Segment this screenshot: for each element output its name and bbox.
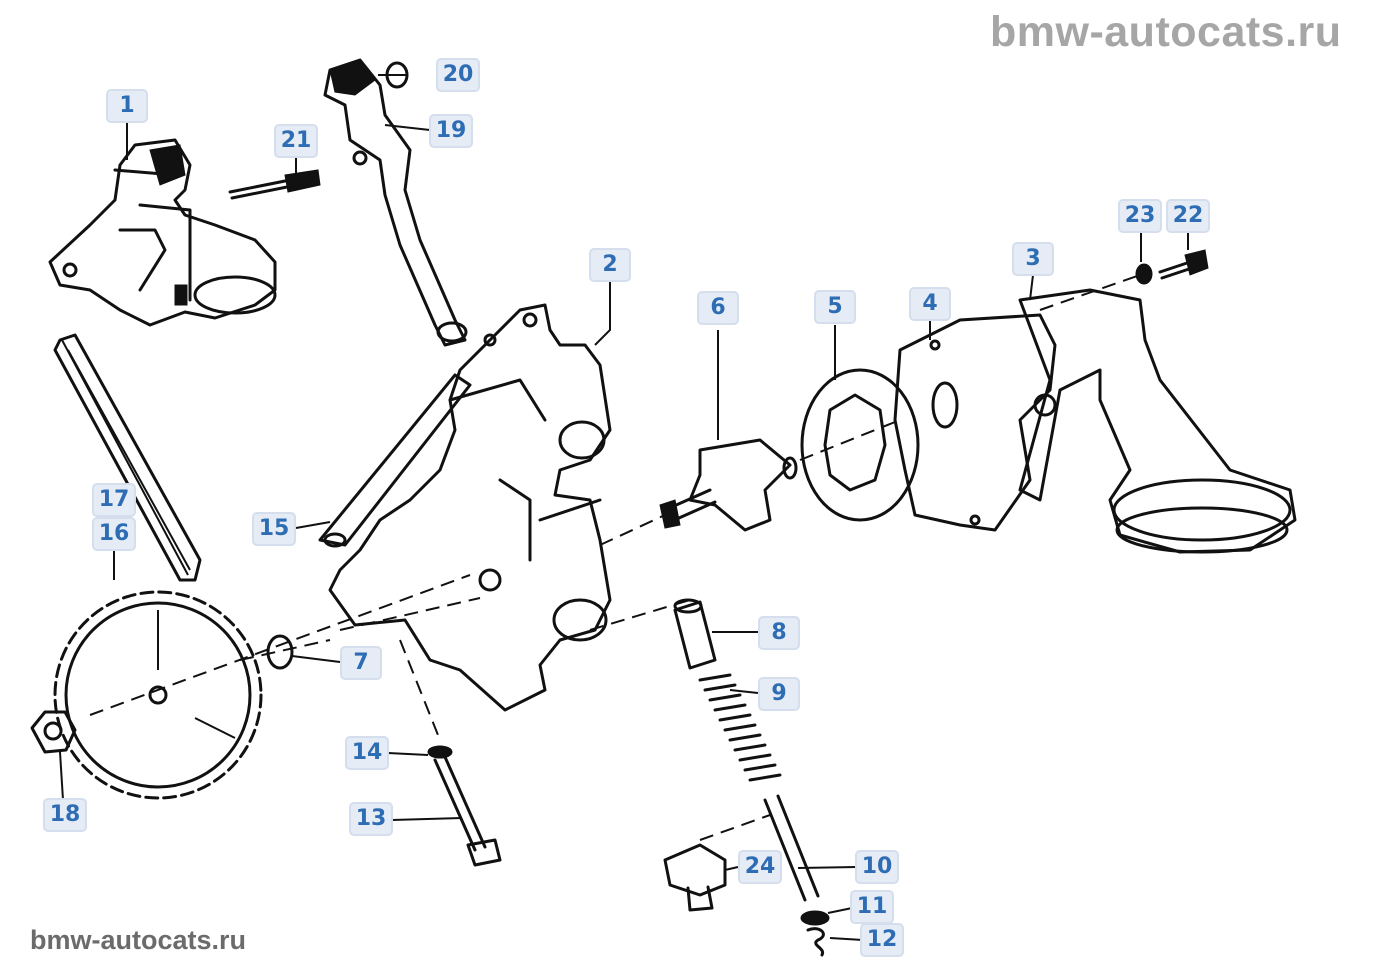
leader-lines xyxy=(59,74,1189,941)
part-3-oil-strainer xyxy=(1018,288,1297,554)
callout-24[interactable]: 24 xyxy=(738,850,782,884)
callout-13[interactable]: 13 xyxy=(349,802,393,836)
callout-3[interactable]: 3 xyxy=(1012,242,1054,276)
part-24-plug xyxy=(663,843,727,912)
callout-16[interactable]: 16 xyxy=(92,517,136,551)
part-11-clip xyxy=(800,910,830,926)
part-7-seal-ring xyxy=(266,634,294,670)
callout-19[interactable]: 19 xyxy=(429,114,473,148)
callout-17[interactable]: 17 xyxy=(92,483,136,517)
callout-15[interactable]: 15 xyxy=(252,512,296,546)
part-4-cover-plate xyxy=(893,313,1057,532)
part-23-washer xyxy=(1135,263,1153,285)
watermark-top: bmw-autocats.ru xyxy=(990,8,1342,56)
part-2-pump-housing xyxy=(328,303,612,712)
part-17-chain xyxy=(53,333,202,582)
part-19-pickup-tube xyxy=(323,58,468,347)
part-12-circlip xyxy=(806,927,825,957)
part-16-sprocket xyxy=(53,590,263,800)
part-13-bolt xyxy=(433,755,502,867)
callout-10[interactable]: 10 xyxy=(855,850,899,884)
part-10-pin xyxy=(763,794,820,902)
callout-18[interactable]: 18 xyxy=(43,798,87,832)
part-9-spring xyxy=(698,673,782,782)
callout-9[interactable]: 9 xyxy=(758,677,800,711)
callout-22[interactable]: 22 xyxy=(1166,199,1210,233)
part-22-bolt xyxy=(1158,249,1209,280)
part-1-pump-assembly xyxy=(48,138,277,327)
callout-20[interactable]: 20 xyxy=(436,58,480,92)
part-18-nut xyxy=(30,710,77,754)
callout-5[interactable]: 5 xyxy=(814,290,856,324)
callout-12[interactable]: 12 xyxy=(860,923,904,957)
callout-1[interactable]: 1 xyxy=(106,89,148,123)
part-14-washer xyxy=(427,745,453,759)
callout-8[interactable]: 8 xyxy=(758,616,800,650)
part-8-piston xyxy=(673,598,717,670)
part-15-bracket xyxy=(318,373,472,548)
part-21-bolt xyxy=(228,169,321,200)
watermark-bottom: bmw-autocats.ru xyxy=(30,925,247,955)
callout-4[interactable]: 4 xyxy=(909,287,951,321)
callout-21[interactable]: 21 xyxy=(274,124,318,158)
part-6-drive-shaft xyxy=(659,438,798,532)
callout-11[interactable]: 11 xyxy=(850,890,894,924)
callout-23[interactable]: 23 xyxy=(1118,199,1162,233)
callout-14[interactable]: 14 xyxy=(345,736,389,770)
part-5-outer-rotor xyxy=(800,368,920,522)
callout-2[interactable]: 2 xyxy=(589,248,631,282)
callout-6[interactable]: 6 xyxy=(697,291,739,325)
callout-7[interactable]: 7 xyxy=(340,646,382,680)
